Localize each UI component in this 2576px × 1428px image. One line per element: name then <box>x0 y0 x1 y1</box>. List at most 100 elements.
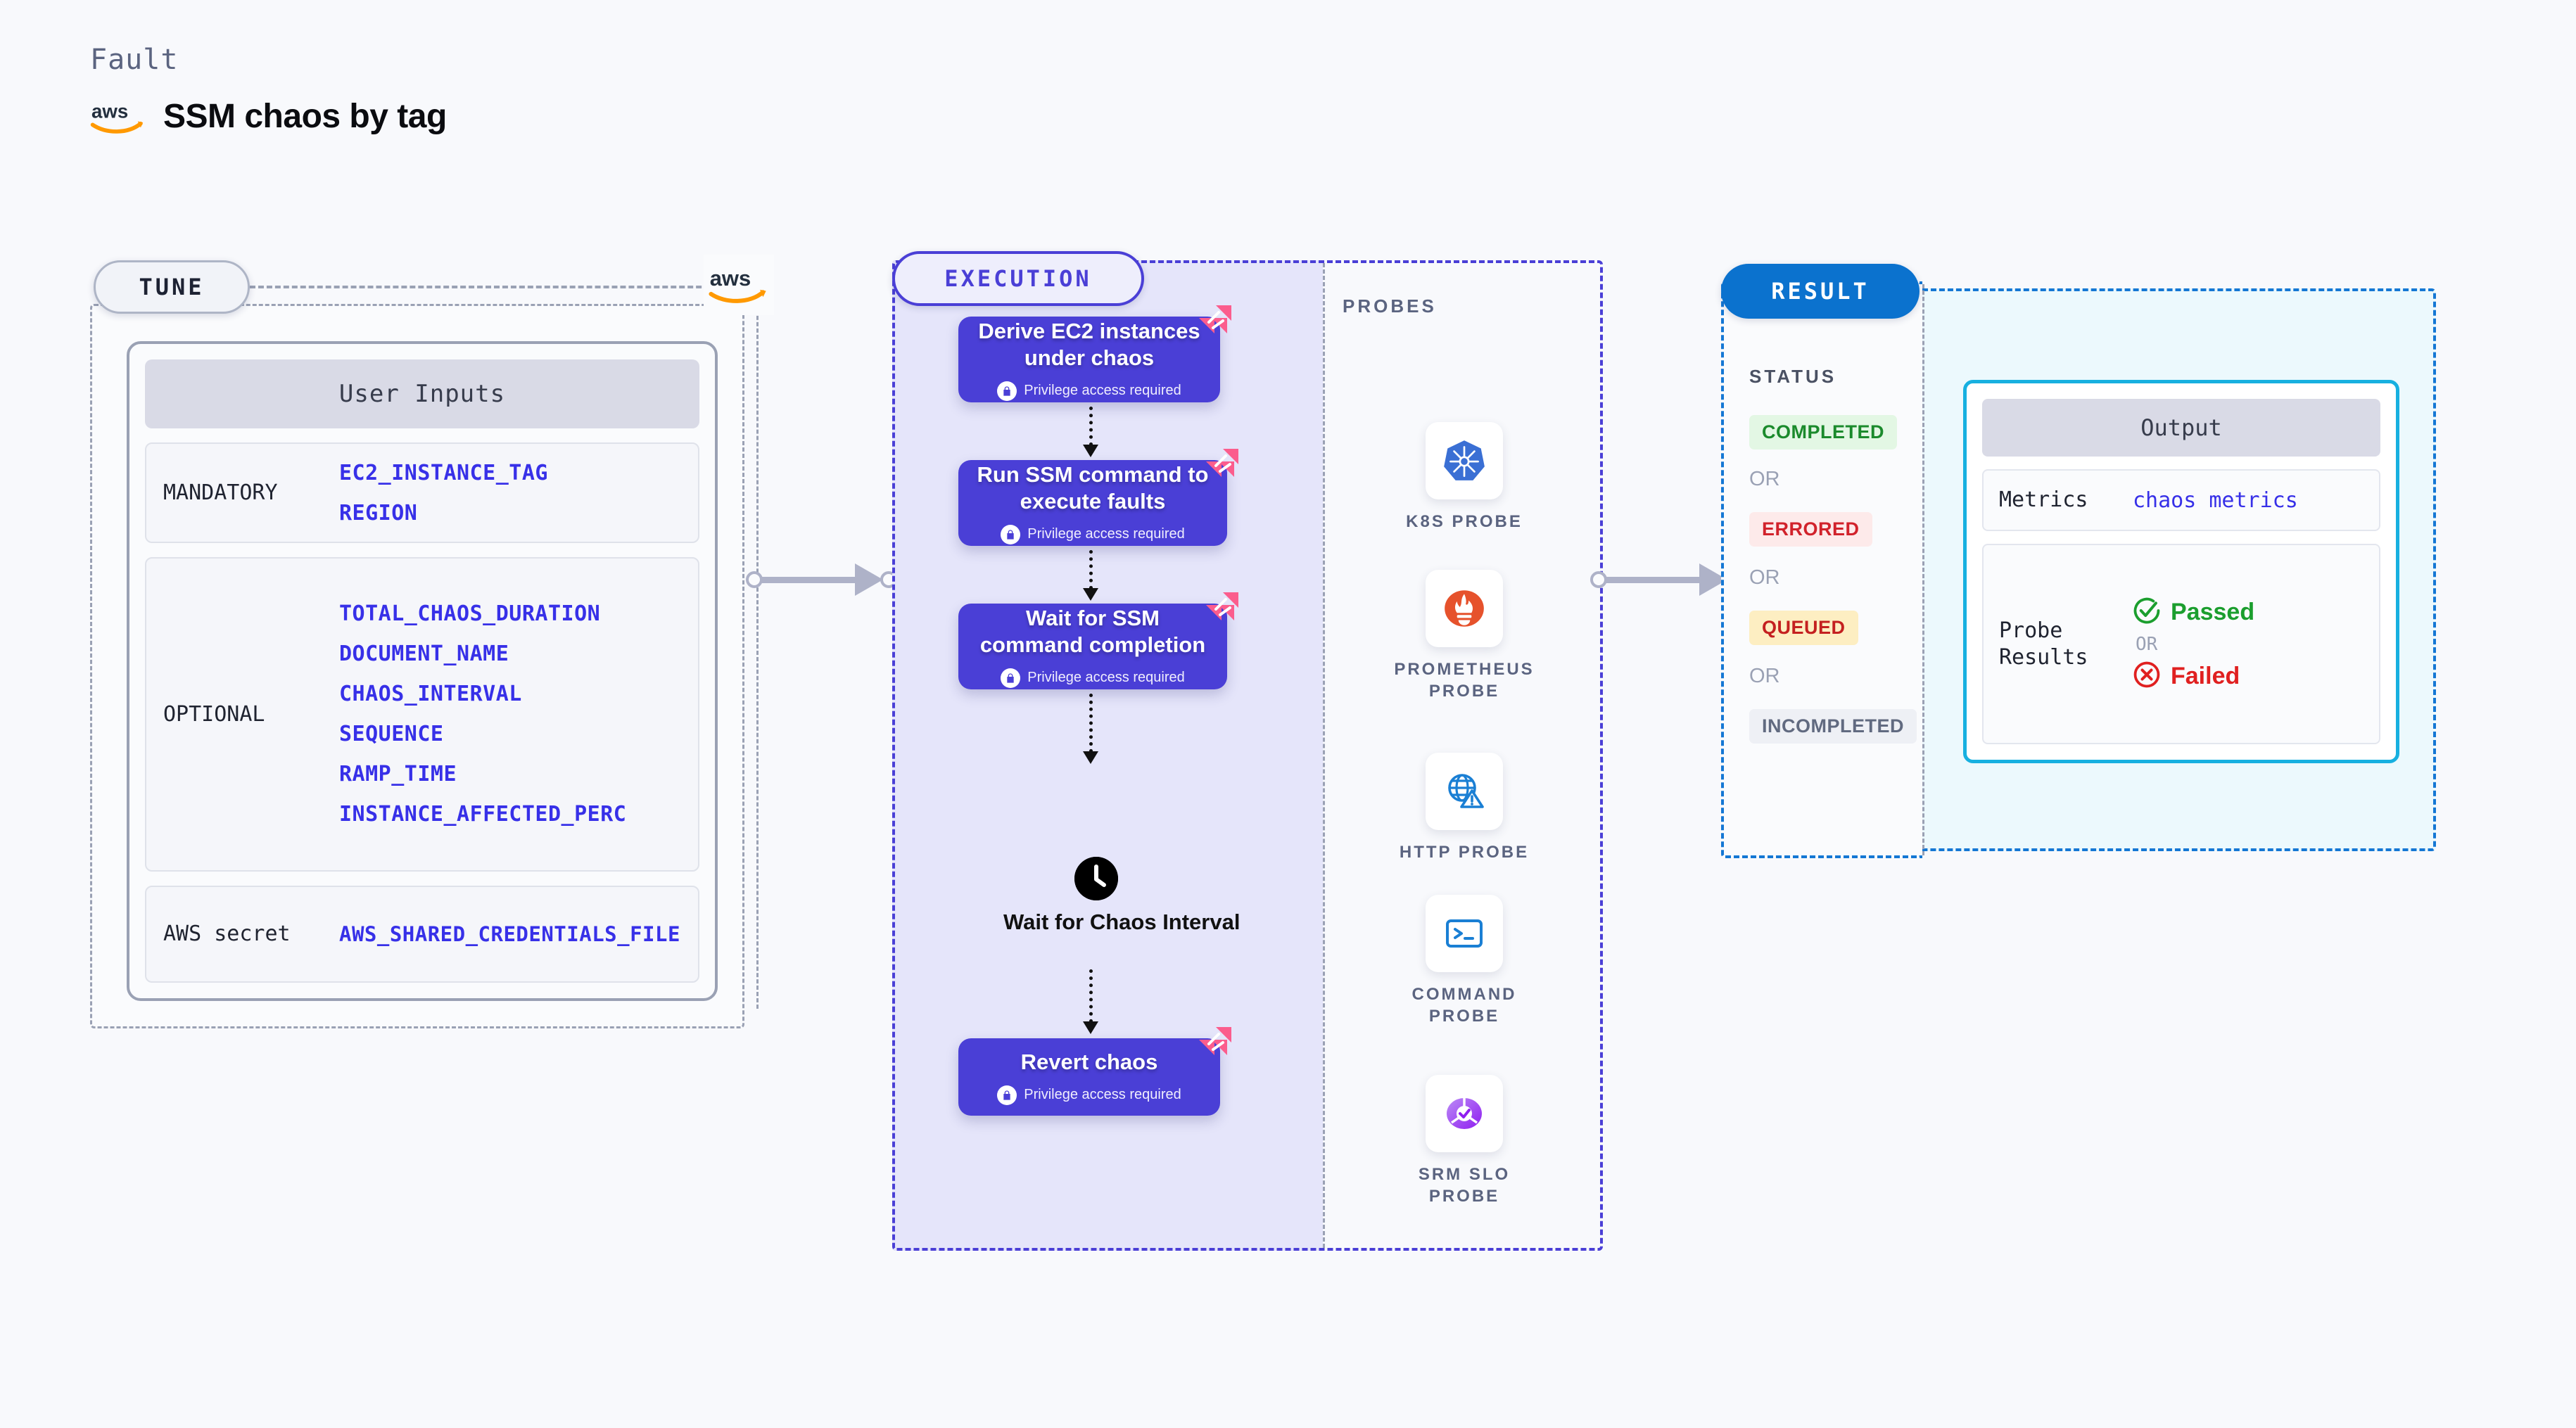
tune-dashed-connector-line <box>250 286 735 288</box>
status-badge-errored[interactable]: ERRORED <box>1749 512 1872 547</box>
param-region[interactable]: REGION <box>339 500 418 525</box>
param-group-mandatory: MANDATORY EC2_INSTANCE_TAG REGION <box>145 442 699 543</box>
execution-container <box>892 260 1603 1251</box>
wait-node-label: Wait for Chaos Interval <box>1003 910 1241 934</box>
privilege-note-text: Privilege access required <box>1024 1087 1181 1103</box>
output-header: Output <box>1982 399 2380 457</box>
tune-inner-divider <box>756 284 759 1009</box>
probe-result-or: OR <box>2136 633 2158 655</box>
clock-icon <box>1074 857 1118 900</box>
param-ec2-instance-tag[interactable]: EC2_INSTANCE_TAG <box>339 460 548 485</box>
param-value-list: AWS_SHARED_CREDENTIALS_FILE <box>339 922 680 946</box>
probe-result-failed-text: Failed <box>2171 662 2240 689</box>
probe-result-passed: Passed <box>2133 597 2254 628</box>
probe-item-prometheus[interactable]: PROMETHEUS PROBE <box>1390 570 1538 702</box>
output-row-metrics: Metrics chaos metrics <box>1982 469 2380 531</box>
execution-node-derive-ec2[interactable]: Derive EC2 instances under chaos Privile… <box>958 305 1231 402</box>
probe-item-k8s[interactable]: K8S PROBE <box>1390 422 1538 533</box>
privilege-note-text: Privilege access required <box>1027 526 1185 542</box>
param-document-name[interactable]: DOCUMENT_NAME <box>339 642 509 667</box>
execution-node-wait-ssm-completion[interactable]: Wait for SSM command completion Privileg… <box>958 592 1238 689</box>
lock-icon <box>997 1085 1017 1105</box>
svg-text:aws: aws <box>91 100 128 122</box>
connector-execution-to-result <box>1590 563 1741 596</box>
status-or-2: OR <box>1749 566 1780 589</box>
param-value-list: EC2_INSTANCE_TAG REGION <box>339 461 548 525</box>
probe-result-list: Passed OR Failed <box>2133 597 2254 692</box>
status-badge-incompleted[interactable]: INCOMPLETED <box>1749 709 1917 744</box>
lock-icon <box>997 381 1017 401</box>
x-circle-icon <box>2133 661 2161 692</box>
kubernetes-icon <box>1426 422 1503 499</box>
status-badge-completed[interactable]: COMPLETED <box>1749 415 1898 450</box>
status-or-3: OR <box>1749 665 1780 687</box>
connector-tune-to-execution <box>746 563 897 596</box>
execution-pill[interactable]: EXECUTION <box>892 251 1144 306</box>
srm-slo-icon <box>1426 1075 1503 1152</box>
globe-warning-icon <box>1426 753 1503 830</box>
param-aws-shared-credentials-file[interactable]: AWS_SHARED_CREDENTIALS_FILE <box>339 922 680 946</box>
output-probe-results-key: Probe Results <box>1999 618 2133 670</box>
node-title: Run SSM command to execute faults <box>977 462 1209 514</box>
param-sequence[interactable]: SEQUENCE <box>339 722 444 747</box>
probe-label: SRM SLO PROBE <box>1418 1165 1511 1206</box>
probe-label: PROMETHEUS PROBE <box>1394 660 1535 701</box>
page-header: Fault aws SSM chaos by tag <box>90 44 447 136</box>
status-or-1: OR <box>1749 468 1780 490</box>
aws-logo-icon: aws <box>90 98 148 135</box>
probe-label: COMMAND PROBE <box>1411 985 1517 1026</box>
tune-pill[interactable]: TUNE <box>94 260 250 314</box>
probe-result-failed: Failed <box>2133 661 2254 692</box>
lock-icon <box>1001 668 1021 688</box>
terminal-icon <box>1426 895 1503 972</box>
node-title: Derive EC2 instances under chaos <box>978 319 1200 370</box>
fault-kicker: Fault <box>90 44 179 76</box>
param-instance-affected-perc[interactable]: INSTANCE_AFFECTED_PERC <box>339 802 627 827</box>
flow-arrow-3 <box>1083 694 1098 764</box>
flow-arrow-2 <box>1083 550 1098 601</box>
aws-logo-icon: aws <box>704 255 774 315</box>
status-badge-queued[interactable]: QUEUED <box>1749 611 1858 645</box>
output-row-probe-results: Probe Results Passed OR <box>1982 544 2380 744</box>
probe-item-http[interactable]: HTTP PROBE <box>1390 753 1538 863</box>
param-value-list: TOTAL_CHAOS_DURATION DOCUMENT_NAME CHAOS… <box>339 601 626 827</box>
probe-item-srm-slo[interactable]: SRM SLO PROBE <box>1390 1075 1538 1207</box>
status-section-label: STATUS <box>1749 366 1837 387</box>
param-group-label: MANDATORY <box>163 480 278 506</box>
output-metrics-value[interactable]: chaos metrics <box>2133 487 2298 513</box>
privilege-note-text: Privilege access required <box>1024 383 1181 399</box>
node-privilege-note: Privilege access required <box>1001 524 1185 544</box>
node-privilege-note: Privilege access required <box>997 1085 1181 1105</box>
node-privilege-note: Privilege access required <box>1001 668 1185 688</box>
svg-text:aws: aws <box>710 266 751 291</box>
param-group-label: AWS secret <box>163 922 291 947</box>
privilege-note-text: Privilege access required <box>1027 670 1185 686</box>
user-inputs-header: User Inputs <box>145 359 699 429</box>
param-ramp-time[interactable]: RAMP_TIME <box>339 762 457 787</box>
node-title: Revert chaos <box>1020 1050 1158 1075</box>
probes-section-label: PROBES <box>1343 295 1437 317</box>
node-privilege-note: Privilege access required <box>997 381 1181 401</box>
result-inner-divider <box>1922 284 1924 855</box>
flow-arrow-1 <box>1083 407 1098 457</box>
probe-item-command[interactable]: COMMAND PROBE <box>1390 895 1538 1027</box>
check-circle-icon <box>2133 597 2161 628</box>
param-group-optional: OPTIONAL TOTAL_CHAOS_DURATION DOCUMENT_N… <box>145 556 699 872</box>
result-pill[interactable]: RESULT <box>1721 264 1920 319</box>
param-total-chaos-duration[interactable]: TOTAL_CHAOS_DURATION <box>339 601 601 627</box>
lock-icon <box>1001 524 1021 544</box>
output-probe-results-key-text: Probe Results <box>1999 618 2088 670</box>
probe-label: HTTP PROBE <box>1399 843 1530 862</box>
output-metrics-key: Metrics <box>1999 487 2088 513</box>
flow-arrow-4 <box>1083 969 1098 1034</box>
execution-node-wait-for-chaos-interval[interactable]: Wait for Chaos Interval <box>1003 857 1240 935</box>
execution-node-revert-chaos[interactable]: Revert chaos Privilege access required <box>958 1027 1231 1116</box>
node-title: Wait for SSM command completion <box>979 606 1206 657</box>
output-card: Output Metrics chaos metrics Probe Resul… <box>1963 380 2399 763</box>
probes-divider <box>1323 263 1325 1248</box>
execution-node-run-ssm-command[interactable]: Run SSM command to execute faults Privil… <box>958 449 1238 546</box>
probe-label: K8S PROBE <box>1406 512 1523 531</box>
user-inputs-card: User Inputs MANDATORY EC2_INSTANCE_TAG R… <box>127 341 718 1001</box>
param-chaos-interval[interactable]: CHAOS_INTERVAL <box>339 682 522 707</box>
prometheus-icon <box>1426 570 1503 647</box>
